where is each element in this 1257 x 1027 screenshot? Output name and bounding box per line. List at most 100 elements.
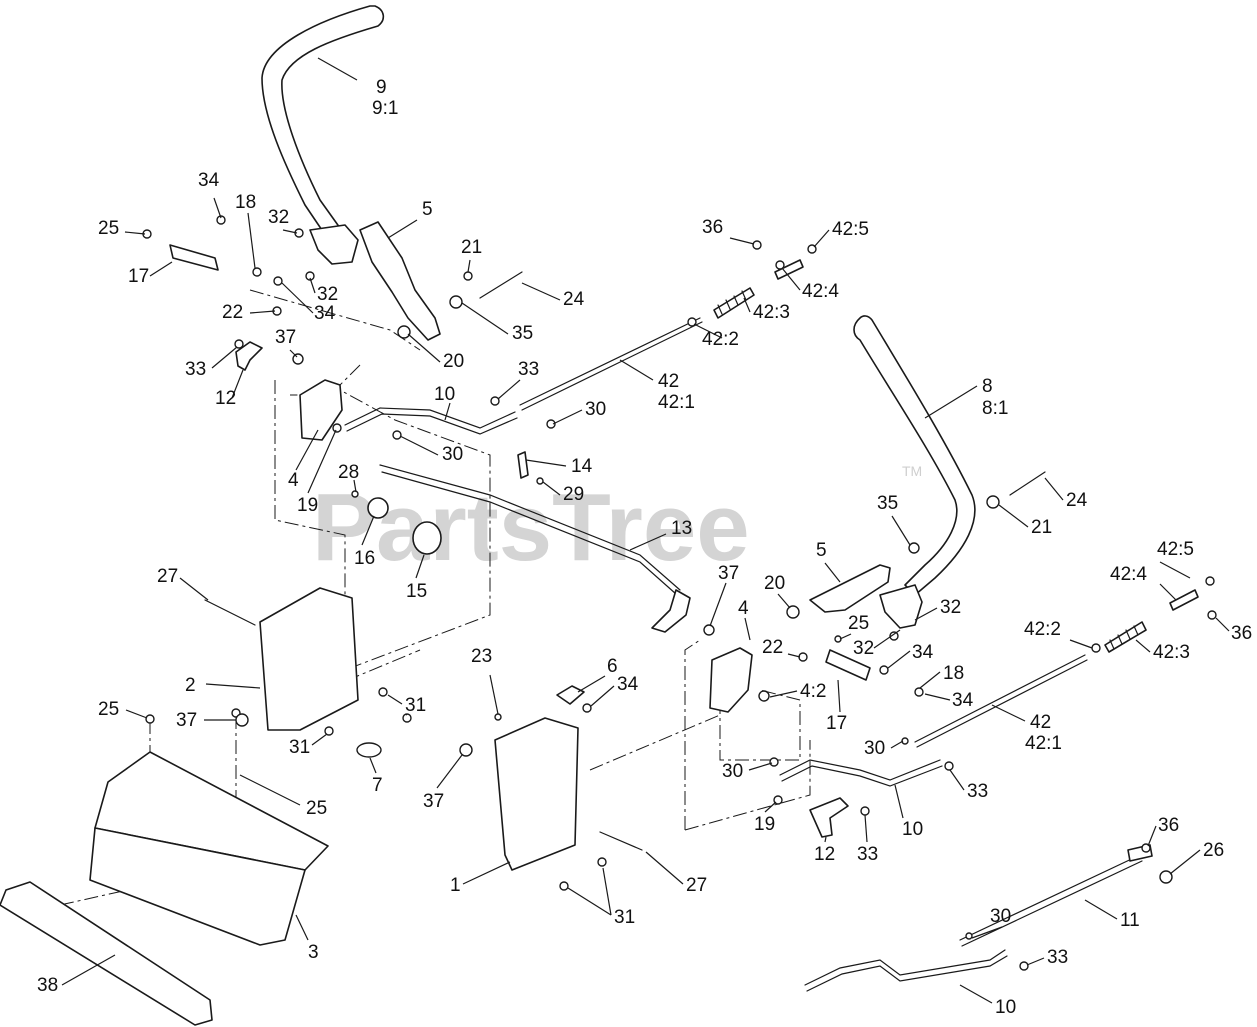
part-callout: 5 — [816, 540, 827, 561]
part-callout: 11 — [1120, 910, 1140, 931]
part-callout: 2 — [185, 675, 196, 696]
pivot-left — [299, 379, 343, 441]
part-callout: 33 — [185, 359, 206, 380]
part-callout: 33 — [1047, 947, 1068, 968]
part-callout: 34 — [314, 303, 336, 324]
bolt-27-right — [599, 831, 643, 851]
part-callout: 35 — [877, 493, 898, 514]
part-callout: 20 — [443, 351, 464, 372]
part-callout: 42:5 — [1157, 539, 1194, 560]
part-callout: 36 — [702, 217, 723, 238]
linkage-rod-left — [519, 259, 804, 411]
part-callout: 42:4 — [802, 281, 839, 302]
part-callout: 13 — [671, 518, 692, 539]
part-callout: 10 — [434, 384, 455, 405]
part-callout: 17 — [826, 713, 847, 734]
part-callout: 30 — [990, 906, 1011, 927]
part-callout: 36 — [1158, 815, 1179, 836]
part-callout: 21 — [461, 237, 482, 258]
bracket-12-right — [809, 797, 849, 838]
hardware — [142, 215, 1217, 971]
bracket-6 — [556, 685, 585, 705]
part-callout: 25 — [98, 699, 119, 720]
tray-3-lip — [89, 827, 306, 946]
part-callout: 42:2 — [1024, 619, 1061, 640]
part-callout: 25 — [98, 218, 119, 239]
cylinder-17-left — [169, 244, 219, 271]
tray-3 — [94, 751, 329, 871]
part-callout: 10 — [902, 819, 923, 840]
mount-plate-1 — [494, 717, 579, 871]
bolt-24-left — [479, 271, 523, 299]
part-callout: 42:1 — [658, 392, 695, 413]
plate-left — [359, 221, 441, 341]
part-callout: 19 — [297, 495, 318, 516]
part-callout: 6 — [607, 656, 618, 677]
part-callout: 25 — [848, 613, 869, 634]
part-callout: 32 — [317, 284, 338, 305]
part-callout: 42 — [1030, 712, 1051, 733]
part-callout: 42:5 — [832, 219, 869, 240]
part-callout: 30 — [442, 444, 463, 465]
part-callout: 28 — [338, 462, 359, 483]
bolt-24-right — [1009, 471, 1046, 496]
part-callout: 32 — [853, 638, 874, 659]
part-callout: 32 — [940, 597, 961, 618]
watermark-trademark: TM — [902, 463, 922, 479]
leader-lines — [61, 57, 1230, 1004]
part-callout: 22 — [762, 637, 783, 658]
part-callout: 33 — [857, 844, 878, 865]
part-callout: 4 — [738, 598, 749, 619]
part-callout: 20 — [764, 573, 785, 594]
part-callout: 42 — [658, 371, 679, 392]
watermark: PartsTree — [312, 474, 750, 581]
part-callout: 34 — [912, 642, 934, 663]
part-callout: 37 — [423, 791, 444, 812]
part-callout: 33 — [967, 781, 988, 802]
part-callout: 4 — [288, 470, 299, 491]
part-callout: 8 — [982, 376, 993, 397]
mount-plate-2 — [259, 587, 359, 731]
part-callout: 42:3 — [753, 302, 790, 323]
part-callout: 5 — [422, 199, 433, 220]
part-callout: 24 — [563, 289, 585, 310]
bar-38 — [0, 881, 213, 1026]
part-callout: 3 — [308, 942, 319, 963]
part-callout: 42:3 — [1153, 642, 1190, 663]
plate-right — [809, 564, 891, 613]
part-callout: 42:2 — [702, 329, 739, 350]
part-callout: 34 — [617, 674, 639, 695]
part-callout: 8:1 — [982, 398, 1008, 419]
part-callout: 37 — [718, 563, 739, 584]
part-callout: 42:4 — [1110, 564, 1147, 585]
part-callout: 17 — [128, 266, 149, 287]
bracket-14 — [517, 451, 529, 479]
part-callout: 25 — [306, 798, 327, 819]
part-callout: 31 — [405, 695, 426, 716]
arm-10-11-bottom — [804, 844, 1153, 992]
part-callout: 32 — [268, 207, 289, 228]
part-callout: 36 — [1231, 623, 1252, 644]
part-callout: 31 — [289, 737, 310, 758]
part-16 — [367, 497, 389, 519]
part-callout: 37 — [275, 327, 296, 348]
part-callout: 29 — [563, 484, 584, 505]
part-callout: 22 — [222, 302, 243, 323]
part-callout: 24 — [1066, 490, 1088, 511]
part-callout: 31 — [614, 907, 635, 928]
part-callout: 4:2 — [800, 681, 826, 702]
part-callout: 1 — [450, 875, 461, 896]
part-callout: 33 — [518, 359, 539, 380]
arm-10-left — [344, 407, 518, 435]
part-callout: 37 — [176, 710, 197, 731]
part-callout: 38 — [37, 975, 58, 996]
part-callout: 7 — [372, 775, 383, 796]
part-callout: 30 — [722, 761, 743, 782]
part-callout: 9:1 — [372, 98, 398, 119]
part-callout: 15 — [406, 581, 427, 602]
control-handle-left — [261, 5, 385, 265]
knob-15 — [412, 521, 442, 555]
part-callout: 18 — [235, 192, 256, 213]
